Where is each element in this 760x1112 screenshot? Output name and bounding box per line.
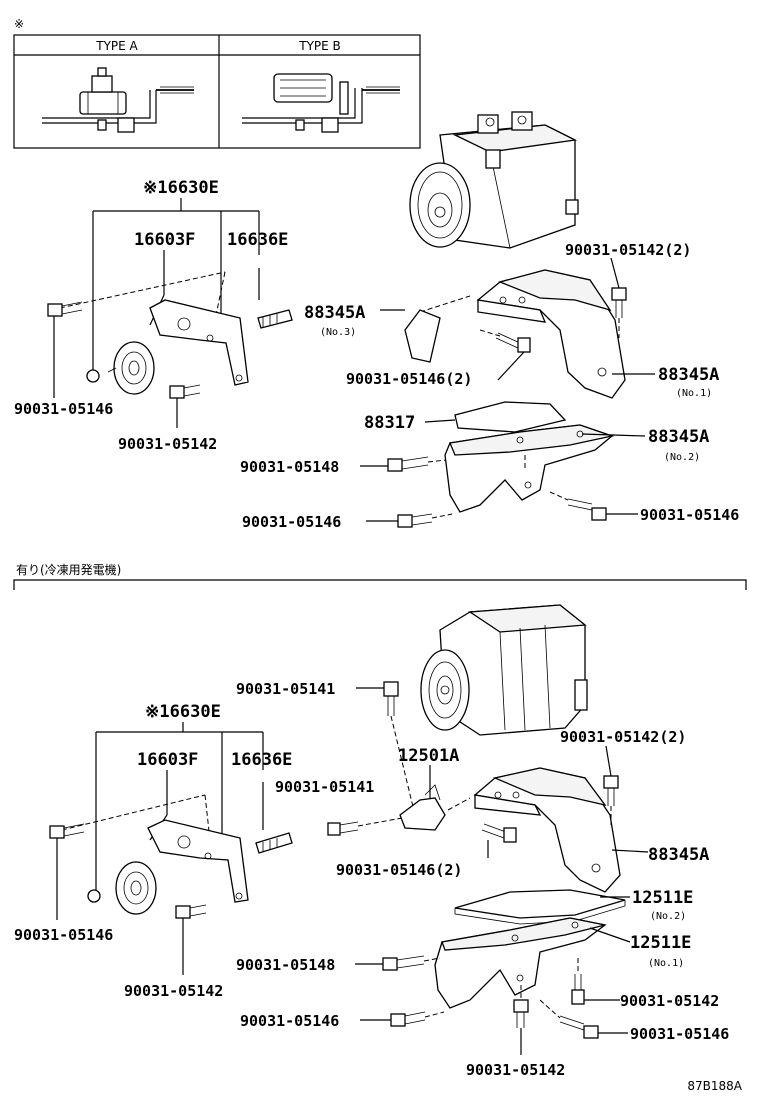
lower-label-90031-05148: 90031-05148	[236, 956, 335, 974]
lower-label-12511e-no1: 12511E	[630, 933, 691, 953]
upper-label-16636e: 16636E	[227, 230, 288, 250]
lower-label-90031-05146-right: 90031-05146	[630, 1025, 729, 1043]
lower-label-88345a: 88345A	[648, 845, 709, 865]
lower-label-90031-05141-mid: 90031-05141	[275, 778, 374, 796]
lower-label-90031-05146-left: 90031-05146	[14, 926, 113, 944]
type-box: TYPE A TYPE B	[13, 34, 421, 149]
lower-label-90031-05142-right: 90031-05142	[620, 992, 719, 1010]
lower-label-12501a: 12501A	[398, 746, 459, 766]
upper-label-88345a-no1: 88345A	[658, 365, 719, 385]
lower-label-16603f: 16603F	[137, 750, 198, 770]
upper-label-88345a-no2: 88345A	[648, 427, 709, 447]
lower-label-90031-05146-mid: 90031-05146	[240, 1012, 339, 1030]
lower-label-no1: (No.1)	[648, 958, 684, 969]
compressor	[409, 111, 579, 249]
lower-label-16630e: ※16630E	[145, 702, 221, 722]
lower-label-90031-05141-top: 90031-05141	[236, 680, 335, 698]
lower-label-16636e: 16636E	[231, 750, 292, 770]
upper-label-88317: 88317	[364, 413, 415, 433]
upper-label-88345a-no3: 88345A	[304, 303, 365, 323]
section-divider	[13, 579, 747, 590]
upper-label-16630e: ※16630E	[143, 178, 219, 198]
lower-tensioner	[49, 722, 293, 975]
upper-label-no1: (No.1)	[676, 388, 712, 399]
upper-tensioner	[47, 198, 293, 428]
lower-label-90031-05142-2: 90031-05142(2)	[560, 728, 686, 746]
header-mark: ※	[14, 17, 24, 31]
upper-label-90031-05146-mid: 90031-05146	[242, 513, 341, 531]
lower-bracket-assembly	[327, 681, 649, 1055]
type-a-label: TYPE A	[95, 39, 138, 53]
upper-label-no3: (No.3)	[320, 327, 356, 338]
lower-label-90031-05142: 90031-05142	[124, 982, 223, 1000]
type-b-label: TYPE B	[298, 39, 341, 53]
upper-label-16603f: 16603F	[134, 230, 195, 250]
footer-code: 87B188A	[687, 1079, 742, 1093]
lower-label-12511e-no2: 12511E	[632, 888, 693, 908]
upper-bracket-assembly	[360, 257, 655, 528]
upper-label-no2: (No.2)	[664, 452, 700, 463]
section-heading: 有り(冷凍用発電機)	[16, 562, 121, 577]
upper-label-90031-05146-left: 90031-05146	[14, 400, 113, 418]
type-a-sketch	[42, 67, 194, 133]
upper-label-90031-05146-2: 90031-05146(2)	[346, 370, 472, 388]
lower-label-90031-05142-bottom: 90031-05142	[466, 1061, 565, 1079]
lower-label-90031-05146-2: 90031-05146(2)	[336, 861, 462, 879]
upper-label-90031-05148: 90031-05148	[240, 458, 339, 476]
upper-label-90031-05146-right: 90031-05146	[640, 506, 739, 524]
upper-label-90031-05142-2: 90031-05142(2)	[565, 241, 691, 259]
type-b-sketch	[242, 73, 400, 133]
upper-label-90031-05142: 90031-05142	[118, 435, 217, 453]
lower-label-no2: (No.2)	[650, 911, 686, 922]
alternator	[420, 604, 588, 736]
